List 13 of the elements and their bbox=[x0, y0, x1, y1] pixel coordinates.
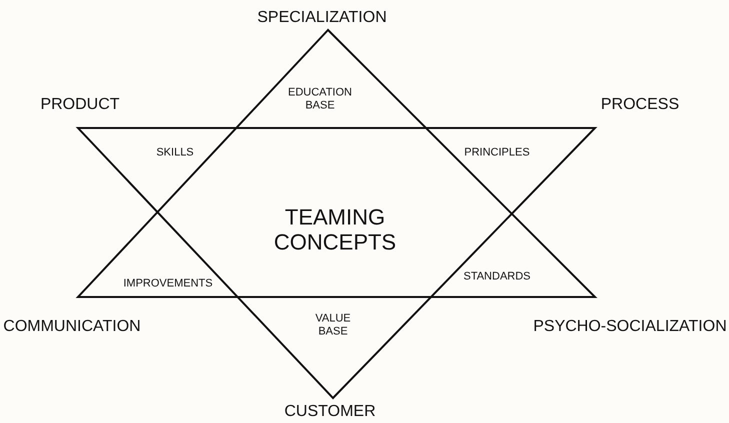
label-text: IMPROVEMENTS bbox=[122, 278, 214, 290]
label-text: STANDARDS bbox=[462, 270, 532, 284]
label-text: PROCESS bbox=[600, 96, 680, 114]
label-text: CUSTOMER bbox=[283, 402, 377, 422]
label-text: VALUE BASE bbox=[314, 312, 352, 338]
label-text: PRODUCT bbox=[39, 96, 121, 114]
label-text: SKILLS bbox=[155, 146, 195, 160]
label-text: TEAMING CONCEPTS bbox=[272, 204, 398, 256]
label-text: EDUCATION BASE bbox=[287, 86, 353, 112]
label-text: SPECIALIZATION bbox=[256, 8, 388, 28]
label-text: PRINCIPLES bbox=[463, 146, 531, 160]
label-text: COMMUNICATION bbox=[2, 318, 142, 336]
label-text: PSYCHO-SOCIALIZATION bbox=[532, 318, 728, 336]
